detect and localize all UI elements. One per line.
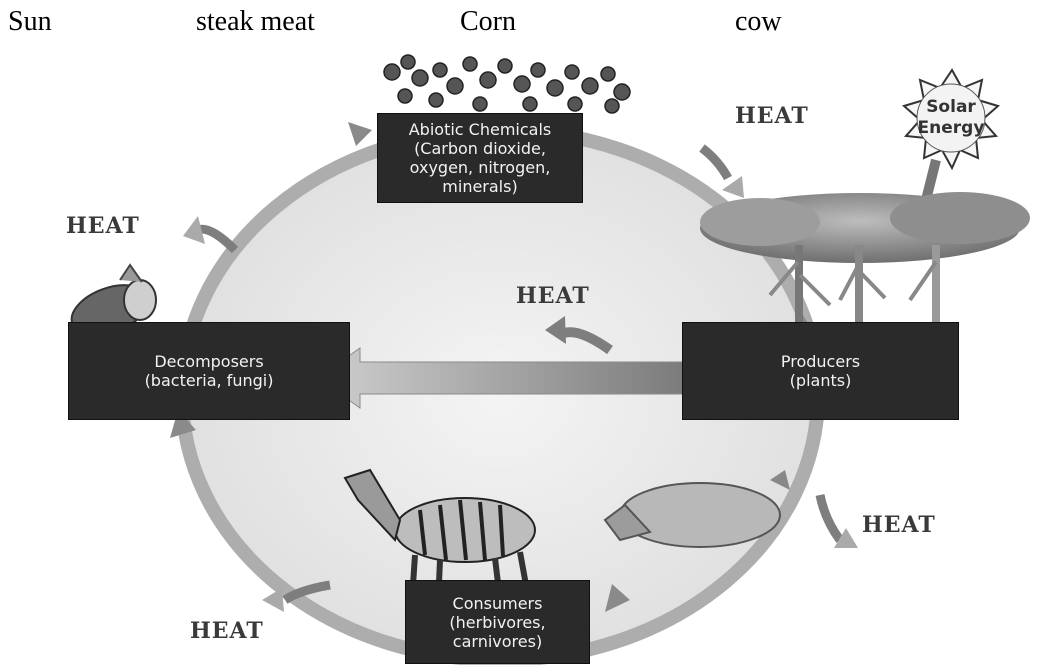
consumers-title: Consumers	[453, 594, 543, 613]
abiotic-line3: oxygen, nitrogen,	[410, 158, 551, 177]
heat-arrowhead-bottomleft	[262, 588, 284, 612]
consumers-box: Consumers (herbivores, carnivores)	[405, 580, 590, 664]
heat-label-topright: HEAT	[735, 103, 809, 129]
molecules-illustration	[384, 55, 630, 113]
heat-arrow-right	[820, 495, 840, 540]
abiotic-line2: (Carbon dioxide,	[414, 139, 546, 158]
heat-label-bottomleft: HEAT	[190, 618, 264, 644]
decomposers-box: Decomposers (bacteria, fungi)	[68, 322, 350, 420]
heat-label-left: HEAT	[66, 213, 140, 239]
sun-label-line1: Solar	[926, 97, 976, 117]
producers-title: Producers	[781, 352, 860, 371]
abiotic-title: Abiotic Chemicals	[409, 120, 552, 139]
consumers-line3: carnivores)	[453, 632, 542, 651]
decomposers-subtitle: (bacteria, fungi)	[145, 371, 274, 390]
arrowhead-to-abiotic	[348, 122, 372, 146]
heat-label-center: HEAT	[516, 283, 590, 309]
abiotic-line4: minerals)	[442, 177, 517, 196]
heat-arrow-topright	[702, 148, 728, 178]
consumers-line2: (herbivores,	[449, 613, 545, 632]
producers-box: Producers (plants)	[682, 322, 959, 420]
sun-illustration: Solar Energy	[904, 70, 998, 200]
sun-label-line2: Energy	[918, 118, 985, 138]
producers-subtitle: (plants)	[790, 371, 852, 390]
abiotic-chemicals-box: Abiotic Chemicals (Carbon dioxide, oxyge…	[377, 113, 583, 203]
heat-label-right: HEAT	[862, 512, 936, 538]
decomposers-title: Decomposers	[154, 352, 263, 371]
